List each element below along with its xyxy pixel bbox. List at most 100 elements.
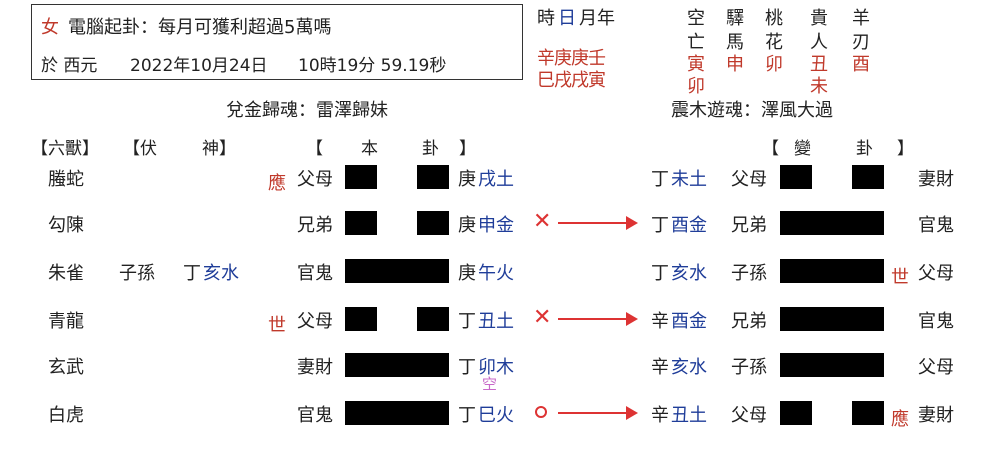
changed-line-yang bbox=[780, 353, 884, 377]
changed-stem: 丁 bbox=[651, 169, 669, 190]
changed-branch: 酉金 bbox=[671, 311, 707, 332]
main-line-yin-seg bbox=[345, 211, 377, 235]
changed-shi-ying-mark: 應 bbox=[891, 409, 909, 430]
shensha-cell: 人 bbox=[810, 32, 828, 53]
change-arrow-icon bbox=[558, 312, 638, 326]
changed-relation-right: 妻財 bbox=[918, 405, 954, 426]
header-bian-close: 】 bbox=[897, 139, 914, 159]
shensha-cell: 卯 bbox=[687, 76, 705, 97]
shensha-cell: 驛 bbox=[726, 8, 744, 29]
kong-mark: 空 bbox=[482, 375, 498, 393]
time-text: 10時19分 59.19秒 bbox=[298, 56, 447, 76]
main-branch: 丑土 bbox=[478, 311, 514, 332]
shensha-cell: 馬 bbox=[726, 32, 744, 53]
liushou-beast: 勾陳 bbox=[48, 215, 84, 236]
shensha-cell: 酉 bbox=[852, 54, 870, 75]
shensha-cell: 貴 bbox=[810, 8, 828, 29]
main-relation: 父母 bbox=[297, 169, 333, 190]
shensha-cell: 空 bbox=[687, 8, 705, 29]
header-bian-gua: 卦 bbox=[856, 139, 873, 159]
changed-relation: 子孫 bbox=[731, 263, 767, 284]
liushou-beast: 朱雀 bbox=[48, 263, 84, 284]
main-branch: 巳火 bbox=[478, 405, 514, 426]
main-stem: 丁 bbox=[458, 357, 476, 378]
header-ben-close: 】 bbox=[459, 139, 476, 159]
shensha-cell: 花 bbox=[765, 32, 783, 53]
main-line-yin-seg bbox=[345, 165, 377, 189]
pillar-label-ri: 日 bbox=[558, 8, 576, 29]
shensha-cell: 刃 bbox=[852, 32, 870, 53]
changed-relation: 兄弟 bbox=[731, 311, 767, 332]
shi-ying-mark: 世 bbox=[268, 315, 286, 336]
main-line-yin-seg bbox=[417, 211, 449, 235]
liushou-beast: 玄武 bbox=[48, 357, 84, 378]
shensha-cell: 申 bbox=[726, 54, 744, 75]
header-ben-open: 【 bbox=[306, 139, 323, 159]
main-relation: 父母 bbox=[297, 311, 333, 332]
changed-shi-ying-mark: 世 bbox=[891, 267, 909, 288]
main-relation: 官鬼 bbox=[297, 405, 333, 426]
liushou-beast: 白虎 bbox=[48, 405, 84, 426]
main-line-yin-seg bbox=[417, 307, 449, 331]
pillar-branches: 巳戌戌寅 bbox=[537, 70, 606, 91]
fushen-stem: 丁 bbox=[183, 263, 201, 284]
moving-yin-cross-icon: ✕ bbox=[533, 305, 552, 330]
main-line-yang bbox=[345, 401, 449, 425]
fushen-branch: 亥水 bbox=[203, 263, 239, 284]
changed-branch: 丑土 bbox=[671, 405, 707, 426]
divination-title: 電腦起卦：每月可獲利超過5萬嗎 bbox=[68, 17, 332, 38]
gender-label: 女 bbox=[41, 17, 59, 38]
changed-relation-right: 官鬼 bbox=[918, 215, 954, 236]
changed-gua-name: 震木遊魂：澤風大過 bbox=[671, 100, 833, 121]
moving-yin-cross-icon: ✕ bbox=[533, 209, 552, 234]
change-arrow-icon bbox=[558, 406, 638, 420]
changed-branch: 亥水 bbox=[671, 263, 707, 284]
changed-stem: 丁 bbox=[651, 263, 669, 284]
main-branch: 戌土 bbox=[478, 169, 514, 190]
header-ben-gua: 卦 bbox=[422, 139, 439, 159]
main-stem: 庚 bbox=[458, 215, 476, 236]
main-branch: 卯木 bbox=[478, 357, 514, 378]
main-stem: 庚 bbox=[458, 169, 476, 190]
main-line-yin-seg bbox=[345, 307, 377, 331]
changed-line-yang bbox=[780, 307, 884, 331]
changed-branch: 亥水 bbox=[671, 357, 707, 378]
changed-line-yang bbox=[780, 259, 884, 283]
changed-stem: 辛 bbox=[651, 405, 669, 426]
changed-stem: 辛 bbox=[651, 357, 669, 378]
shensha-cell: 未 bbox=[810, 76, 828, 97]
fushen-relation: 子孫 bbox=[119, 263, 155, 284]
changed-relation-right: 官鬼 bbox=[918, 311, 954, 332]
change-arrow-icon bbox=[558, 216, 638, 230]
shensha-cell: 卯 bbox=[765, 54, 783, 75]
changed-stem: 丁 bbox=[651, 215, 669, 236]
main-stem: 丁 bbox=[458, 405, 476, 426]
changed-stem: 辛 bbox=[651, 311, 669, 332]
main-line-yang bbox=[345, 259, 449, 283]
pillar-label-yueynian: 月年 bbox=[579, 8, 615, 29]
changed-relation-right: 父母 bbox=[918, 357, 954, 378]
header-ben-mid: 本 bbox=[361, 139, 378, 159]
main-gua-name: 兌金歸魂：雷澤歸妹 bbox=[226, 100, 388, 121]
header-fushen-open: 【伏 bbox=[123, 139, 157, 159]
changed-line-yin-seg bbox=[780, 165, 812, 189]
changed-relation: 兄弟 bbox=[731, 215, 767, 236]
changed-relation: 父母 bbox=[731, 405, 767, 426]
main-stem: 丁 bbox=[458, 311, 476, 332]
changed-line-yin-seg bbox=[852, 165, 884, 189]
liushou-beast: 青龍 bbox=[48, 311, 84, 332]
changed-relation: 父母 bbox=[731, 169, 767, 190]
shensha-cell: 桃 bbox=[765, 8, 783, 29]
main-relation: 兄弟 bbox=[297, 215, 333, 236]
main-line-yin-seg bbox=[417, 165, 449, 189]
date-prefix: 於 西元 bbox=[41, 56, 98, 76]
header-bian-open: 【 bbox=[762, 139, 779, 159]
shensha-cell: 寅 bbox=[687, 54, 705, 75]
main-branch: 申金 bbox=[478, 215, 514, 236]
shensha-cell: 丑 bbox=[810, 54, 828, 75]
main-relation: 官鬼 bbox=[297, 263, 333, 284]
changed-line-yin-seg bbox=[780, 401, 812, 425]
pillar-label-shi: 時 bbox=[537, 8, 555, 29]
header-liushou: 【六獸】 bbox=[31, 139, 99, 159]
main-stem: 庚 bbox=[458, 263, 476, 284]
